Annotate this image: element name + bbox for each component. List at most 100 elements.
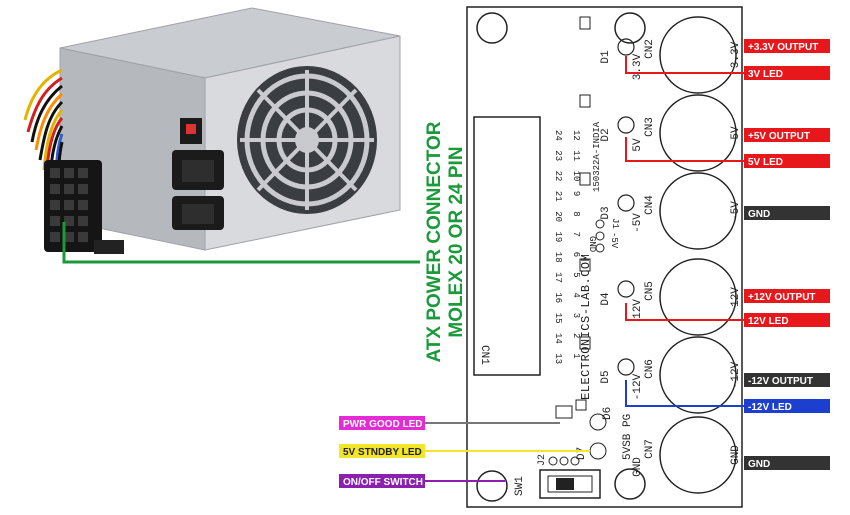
resistor-footprint [579,258,591,272]
terminal-circle [659,94,737,172]
resistor-footprint [579,16,591,30]
pin-number: 1 [571,353,581,358]
terminal-side-label: 5V [730,126,742,140]
callout-text: 5V STNDBY LED [343,447,422,458]
pin-number: 3 [571,313,581,318]
callout-right: 3V LED [625,56,830,80]
pin-number: 6 [571,252,581,257]
diode-label: D4 [600,292,612,306]
terminal-cn-label: CN4 [644,195,656,215]
resistor-footprint [579,172,591,186]
mount-hole-top-right [614,12,646,44]
pin-number: 4 [571,292,581,297]
board-title: ELECTRONICS-LAB.COM [579,254,593,400]
callout-badge [339,444,425,458]
resistor-footprint [579,336,591,350]
sw1-label: SW1 [514,476,526,496]
callout-right: +5V OUTPUT [744,128,830,142]
callout-text: GND [748,209,770,220]
pin-number: 19 [553,232,563,243]
callout-badge [744,289,830,303]
d6-label: D6 [602,407,614,420]
callout-left: ON/OFF SWITCH [339,474,505,488]
pin-number: 14 [553,333,563,344]
callout-right: 5V LED [625,137,830,168]
terminal-voltage-label: GND [632,457,644,477]
molex-pins [50,168,88,242]
mount-hole-bottom-left [476,470,508,502]
terminal-voltage-label: 12V [632,299,644,319]
led-footprint [617,194,635,212]
fan-grille [237,66,377,214]
cn1-header [473,116,541,376]
terminal-side-label: GND [730,445,742,465]
ac-inlet-inner [182,160,214,182]
pin-number: 9 [571,191,581,196]
pin-number: 15 [553,313,563,324]
led-footprint [617,116,635,134]
led-footprint [617,358,635,376]
terminal-side-label: -5V [730,201,742,221]
callout-text: -12V LED [748,402,792,413]
diode-label: D5 [600,370,612,383]
callout-badge [744,128,830,142]
connector-latch [94,240,124,254]
callout-right: GND [744,206,830,220]
switch-indicator [186,124,196,134]
mount-hole-bottom-right [614,468,646,500]
led-footprint [617,38,635,56]
board-code: 150322A-INDIA [592,121,602,192]
callout-badge [744,399,830,413]
callout-text: ON/OFF SWITCH [343,477,423,488]
left-callouts: PWR GOOD LED 5V STNDBY LED ON/OFF SWITCH [339,416,590,488]
diode-label: D3 [600,206,612,219]
pin-number: 21 [553,191,563,202]
j1-gnd-label: GND [587,236,597,252]
atx-label-line2: MOLEX 20 OR 24 PIN [446,146,467,337]
callout-left: 5V STNDBY LED [339,444,590,458]
pin-number: 24 [553,130,563,141]
callout-right: 12V LED [625,303,830,327]
callout-text: GND [748,459,770,470]
callout-text: -12V OUTPUT [748,376,813,387]
callout-right: +3.3V OUTPUT [744,39,830,53]
pin-number: 10 [571,171,581,182]
pin-number: 2 [571,333,581,338]
pin-number: 7 [571,232,581,237]
callout-text: +3.3V OUTPUT [748,42,818,53]
pg-label: 5VSB PG [622,414,634,460]
power-supply-image [23,7,401,254]
terminal-circle [659,336,737,414]
j2-jumper: J2 [537,454,580,466]
callout-badge [339,474,425,488]
pin-number: 16 [553,292,563,303]
terminal-cn-label: CN7 [644,439,656,459]
terminal-circle [659,16,737,94]
terminal-cn-label: CN6 [644,359,656,379]
diode-label: D1 [600,50,612,64]
cn1-label: CN1 [478,345,490,365]
j1-jumper: J1 GND -5V [587,218,620,253]
terminal-circle [659,416,737,494]
pin-number: 11 [571,150,581,161]
pin-number: 18 [553,252,563,263]
callout-right: GND [744,456,830,470]
terminal-cn-label: CN3 [644,117,656,137]
callout-badge [744,373,830,387]
pin-number: 12 [571,130,581,141]
j2-label: J2 [537,454,548,466]
pcb-board: CN1 242322212019181716151413121110987654… [466,6,743,508]
callout-text: PWR GOOD LED [343,419,422,430]
pin-number: 17 [553,272,563,283]
pin-number: 23 [553,150,563,161]
pin-number: 22 [553,171,563,182]
diode-label: D2 [600,128,612,141]
